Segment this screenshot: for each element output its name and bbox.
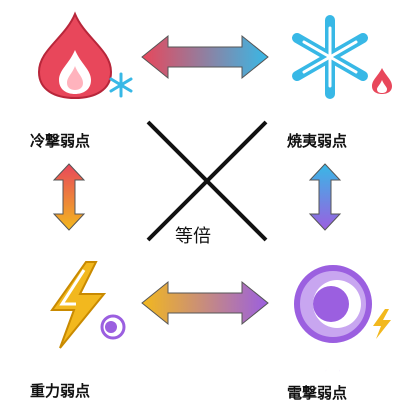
fire-type-label: 焼夷 [37, 104, 85, 130]
fire-icon [372, 68, 392, 94]
snowflake-icon [109, 72, 133, 98]
gravity-type-label: 重力 [298, 352, 346, 378]
snowflake-icon [292, 15, 368, 99]
fire-ice-arrow [141, 34, 269, 80]
electric-type-label: 電撃 [37, 352, 85, 378]
lightning-icon [373, 309, 391, 339]
corner-ice: 冷撃 焼夷弱点 [285, 10, 395, 160]
lightning-icon [50, 261, 107, 349]
fire-electric-arrow [52, 163, 86, 231]
electric-weakness-label: 重力弱点 [30, 382, 91, 400]
fire-icon [37, 11, 113, 100]
corner-fire: 焼夷 冷撃弱点 [20, 10, 133, 160]
corner-gravity: 重力 電撃弱点 [285, 258, 395, 408]
corner-electric: 電撃 重力弱点 [20, 258, 130, 408]
fire-weakness-label: 冷撃弱点 [30, 132, 91, 150]
ice-type-label: 冷撃 [298, 104, 346, 130]
electric-gravity-arrow [141, 280, 269, 326]
center-label: 等倍 [172, 222, 214, 248]
gravity-icon [100, 314, 126, 340]
gravity-icon [294, 265, 372, 343]
ice-gravity-arrow [308, 163, 342, 231]
ice-weakness-label: 焼夷弱点 [287, 132, 348, 150]
center-cross [146, 120, 268, 242]
gravity-weakness-label: 電撃弱点 [287, 384, 348, 402]
